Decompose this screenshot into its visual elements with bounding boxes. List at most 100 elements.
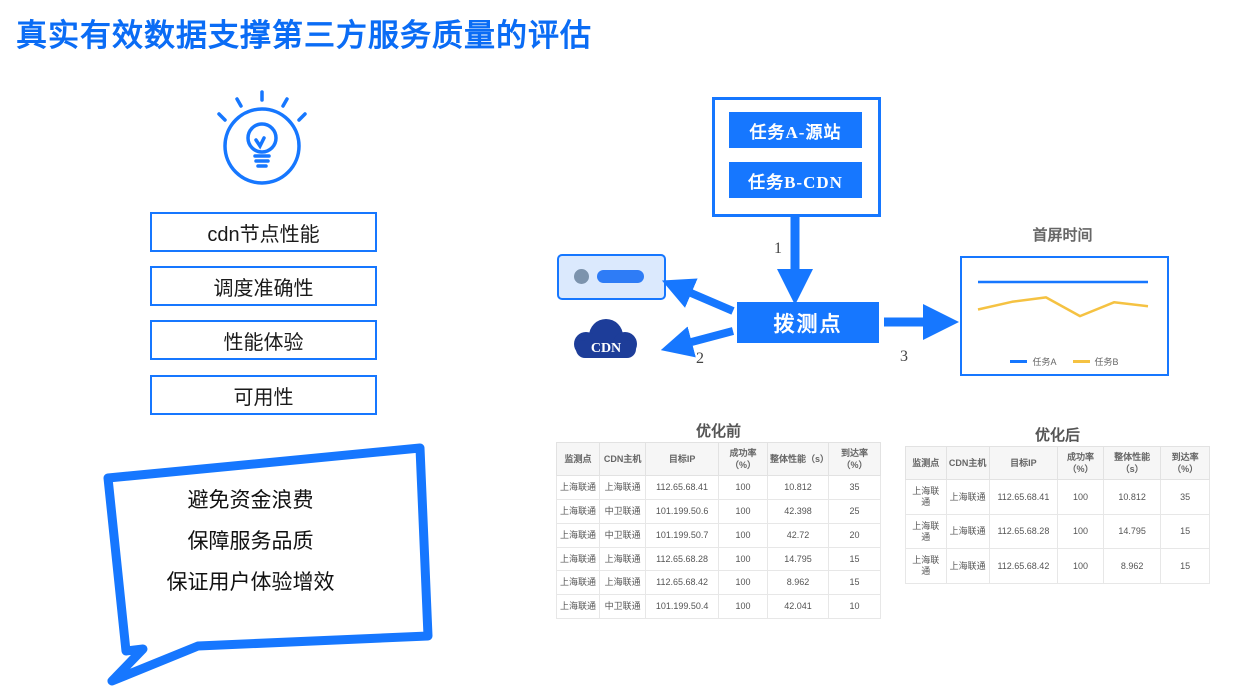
table-cell: 101.199.50.7 bbox=[645, 522, 719, 548]
table-cell: 8.962 bbox=[767, 570, 829, 596]
table-cell: 42.72 bbox=[767, 522, 829, 548]
table-cell: 101.199.50.4 bbox=[645, 594, 719, 620]
table-cell: 上海联通 bbox=[599, 475, 647, 501]
table-cell: 100 bbox=[717, 522, 769, 548]
metric-box-cdn-node: cdn节点性能 bbox=[150, 212, 377, 252]
table-cell: 112.65.68.41 bbox=[988, 479, 1058, 515]
table-cell: 112.65.68.28 bbox=[645, 546, 719, 572]
table-cell: 25 bbox=[827, 499, 882, 524]
column-header: 目标IP bbox=[645, 441, 719, 477]
table-cell: 上海联通 bbox=[905, 479, 947, 515]
step-2-label: 2 bbox=[696, 350, 704, 367]
cdn-cloud-icon: CDN bbox=[574, 319, 637, 358]
cdn-label: CDN bbox=[591, 341, 621, 356]
device-dot-icon bbox=[574, 269, 589, 284]
metric-box-performance: 性能体验 bbox=[150, 320, 377, 360]
table-cell: 上海联通 bbox=[555, 499, 601, 524]
dial-test-device-icon bbox=[557, 254, 666, 300]
probe-point-box: 拨测点 bbox=[737, 302, 879, 343]
step-1-label: 1 bbox=[774, 240, 782, 257]
table-title-before: 优化前 bbox=[695, 424, 741, 440]
metric-box-availability: 可用性 bbox=[150, 375, 377, 415]
column-header: 监测点 bbox=[555, 441, 601, 477]
step-3-label: 3 bbox=[900, 348, 908, 365]
column-header: 整体性能（s） bbox=[1103, 445, 1162, 481]
table-cell: 100 bbox=[717, 594, 769, 620]
line-chart bbox=[977, 280, 1149, 318]
table-cell: 中卫联通 bbox=[599, 499, 647, 524]
column-header: 监测点 bbox=[905, 445, 947, 481]
bubble-line: 避免资金浪费 bbox=[187, 489, 314, 512]
column-header: 成功率（%） bbox=[717, 441, 769, 477]
table-cell: 15 bbox=[1160, 548, 1210, 585]
table-cell: 上海联通 bbox=[599, 546, 647, 572]
table-cell: 中卫联通 bbox=[599, 594, 647, 620]
table-cell: 上海联通 bbox=[555, 570, 601, 596]
task-a-box: 任务A-源站 bbox=[729, 112, 862, 148]
table-cell: 112.65.68.42 bbox=[645, 570, 719, 596]
table-cell: 10.812 bbox=[767, 475, 829, 501]
table-cell: 10.812 bbox=[1103, 479, 1162, 515]
table-cell: 中卫联通 bbox=[599, 522, 647, 548]
bubble-text: 避免资金浪费 保障服务品质 保证用户体验增效 bbox=[118, 480, 383, 603]
table-cell: 20 bbox=[827, 522, 882, 548]
table-cell: 35 bbox=[827, 475, 882, 501]
table-cell: 15 bbox=[827, 570, 882, 596]
legend-item-task-b: 任务B bbox=[1072, 355, 1119, 368]
legend-dash-b-icon bbox=[1072, 360, 1090, 363]
table-cell: 100 bbox=[1056, 479, 1105, 515]
table-cell: 100 bbox=[717, 570, 769, 596]
column-header: 目标IP bbox=[988, 445, 1058, 481]
table-cell: 上海联通 bbox=[945, 548, 990, 585]
chart-title: 首屏时间 bbox=[1032, 228, 1093, 244]
table-cell: 14.795 bbox=[1103, 513, 1162, 550]
table-cell: 100 bbox=[717, 546, 769, 572]
table-cell: 35 bbox=[1160, 479, 1210, 515]
table-cell: 上海联通 bbox=[945, 479, 990, 515]
column-header: CDN主机 bbox=[599, 441, 647, 477]
table-cell: 112.65.68.28 bbox=[988, 513, 1058, 550]
column-header: 整体性能（s） bbox=[767, 441, 829, 477]
column-header: 到达率（%） bbox=[827, 441, 882, 477]
table-cell: 15 bbox=[1160, 513, 1210, 550]
table-cell: 15 bbox=[827, 546, 882, 572]
table-cell: 100 bbox=[1056, 513, 1105, 550]
task-group-box: 任务A-源站 任务B-CDN bbox=[712, 97, 881, 217]
table-cell: 上海联通 bbox=[555, 522, 601, 548]
table-cell: 8.962 bbox=[1103, 548, 1162, 585]
table-cell: 101.199.50.6 bbox=[645, 499, 719, 524]
table-cell: 上海联通 bbox=[555, 546, 601, 572]
first-screen-time-chart-panel: 任务A 任务B bbox=[960, 256, 1169, 376]
metric-box-scheduling: 调度准确性 bbox=[150, 266, 377, 306]
lightbulb-icon bbox=[217, 90, 307, 185]
device-bar-icon bbox=[597, 270, 644, 283]
task-b-box: 任务B-CDN bbox=[729, 162, 862, 198]
table-cell: 上海联通 bbox=[555, 475, 601, 501]
table-cell: 上海联通 bbox=[555, 594, 601, 620]
legend-dash-a-icon bbox=[1010, 360, 1028, 363]
legend-label-a: 任务A bbox=[1032, 357, 1057, 367]
table-cell: 10 bbox=[827, 594, 882, 620]
column-header: CDN主机 bbox=[945, 445, 990, 481]
table-cell: 42.398 bbox=[767, 499, 829, 524]
bubble-line: 保障服务品质 bbox=[187, 530, 314, 553]
table-title-after: 优化后 bbox=[1034, 428, 1080, 444]
bubble-line: 保证用户体验增效 bbox=[166, 571, 335, 594]
chart-legend: 任务A 任务B bbox=[962, 355, 1167, 368]
legend-label-b: 任务B bbox=[1094, 357, 1119, 367]
page-title: 真实有效数据支撑第三方服务质量的评估 bbox=[16, 18, 592, 53]
table-cell: 14.795 bbox=[767, 546, 829, 572]
speech-bubble bbox=[103, 443, 433, 686]
